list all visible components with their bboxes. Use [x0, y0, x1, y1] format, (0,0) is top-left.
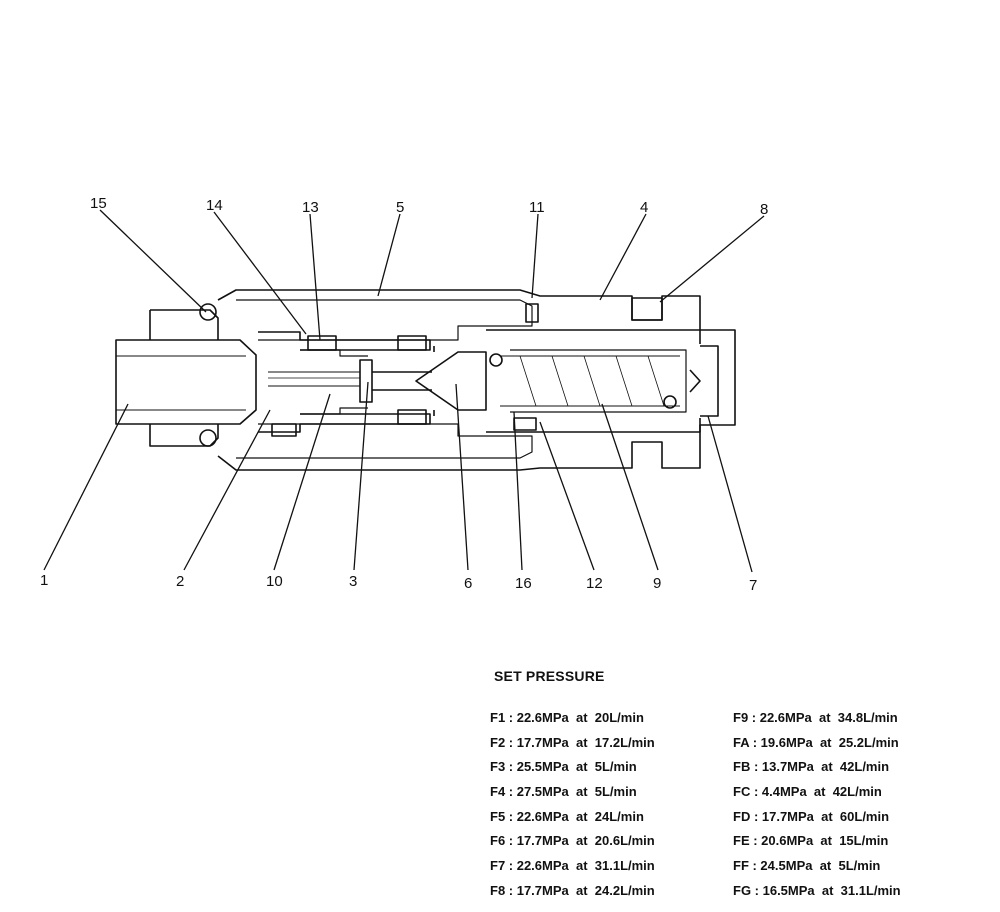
callout-9: 9 — [653, 575, 661, 592]
set-pressure-title: SET PRESSURE — [494, 668, 605, 684]
callout-5: 5 — [396, 199, 404, 216]
pressure-entry: F4 : 27.5MPa at 5L/min — [490, 784, 637, 800]
callout-3: 3 — [349, 573, 357, 590]
pressure-entry: FB : 13.7MPa at 42L/min — [733, 759, 890, 775]
callout-15: 15 — [90, 195, 107, 212]
pressure-entry: F9 : 22.6MPa at 34.8L/min — [733, 710, 898, 725]
callout-4: 4 — [640, 199, 648, 216]
callout-14: 14 — [206, 197, 223, 214]
spring — [500, 355, 680, 407]
adjusting-screw — [700, 345, 719, 417]
callout-10: 10 — [266, 573, 283, 590]
pressure-entry: FE : 20.6MPa at 15L/min — [733, 833, 889, 849]
callout-6: 6 — [464, 575, 472, 592]
leader-lines — [43, 209, 765, 573]
pressure-entry: F1 : 22.6MPa at 20L/min — [490, 710, 644, 725]
o-ring-15-bottom — [199, 429, 217, 447]
pressure-entry: F3 : 25.5MPa at 5L/min — [490, 759, 637, 775]
callout-7: 7 — [749, 577, 757, 594]
valve-body — [217, 289, 736, 471]
pressure-entry: F5 : 22.6MPa at 24L/min — [490, 808, 644, 824]
callout-16: 16 — [515, 575, 532, 592]
callout-13: 13 — [302, 199, 319, 216]
o-ring-15-top — [199, 303, 217, 321]
seat-holder — [258, 331, 431, 433]
inlet-port — [115, 339, 257, 425]
pressure-entry: FC : 4.4MPa at 42L/min — [733, 784, 882, 800]
piston — [359, 359, 373, 403]
poppet — [415, 351, 487, 411]
pressure-entry: F7 : 22.6MPa at 31.1L/min — [490, 858, 655, 874]
callout-1: 1 — [40, 572, 48, 589]
hex-nut — [149, 309, 219, 447]
lock-nut — [631, 297, 663, 321]
callout-2: 2 — [176, 573, 184, 590]
pressure-entry: FF : 24.5MPa at 5L/min — [733, 858, 881, 874]
pressure-entry: FA : 19.6MPa at 25.2L/min — [733, 734, 899, 750]
set-pressure-list-right: F9 : 22.6MPa at 34.8L/min FA : 19.6MPa a… — [733, 706, 901, 904]
pressure-entry: F8 : 17.7MPa at 24.2L/min — [490, 882, 655, 898]
pressure-entry: F2 : 17.7MPa at 17.2L/min — [490, 734, 655, 750]
pressure-entry: FD : 17.7MPa at 60L/min — [733, 808, 890, 824]
set-pressure-list-left: F1 : 22.6MPa at 20L/min F2 : 17.7MPa at … — [490, 706, 655, 904]
callout-11: 11 — [529, 199, 545, 216]
pressure-entry: FG : 16.5MPa at 31.1L/min — [733, 882, 901, 898]
callout-8: 8 — [760, 201, 768, 218]
pressure-entry: F6 : 17.7MPa at 20.6L/min — [490, 833, 655, 849]
callout-12: 12 — [586, 575, 603, 592]
